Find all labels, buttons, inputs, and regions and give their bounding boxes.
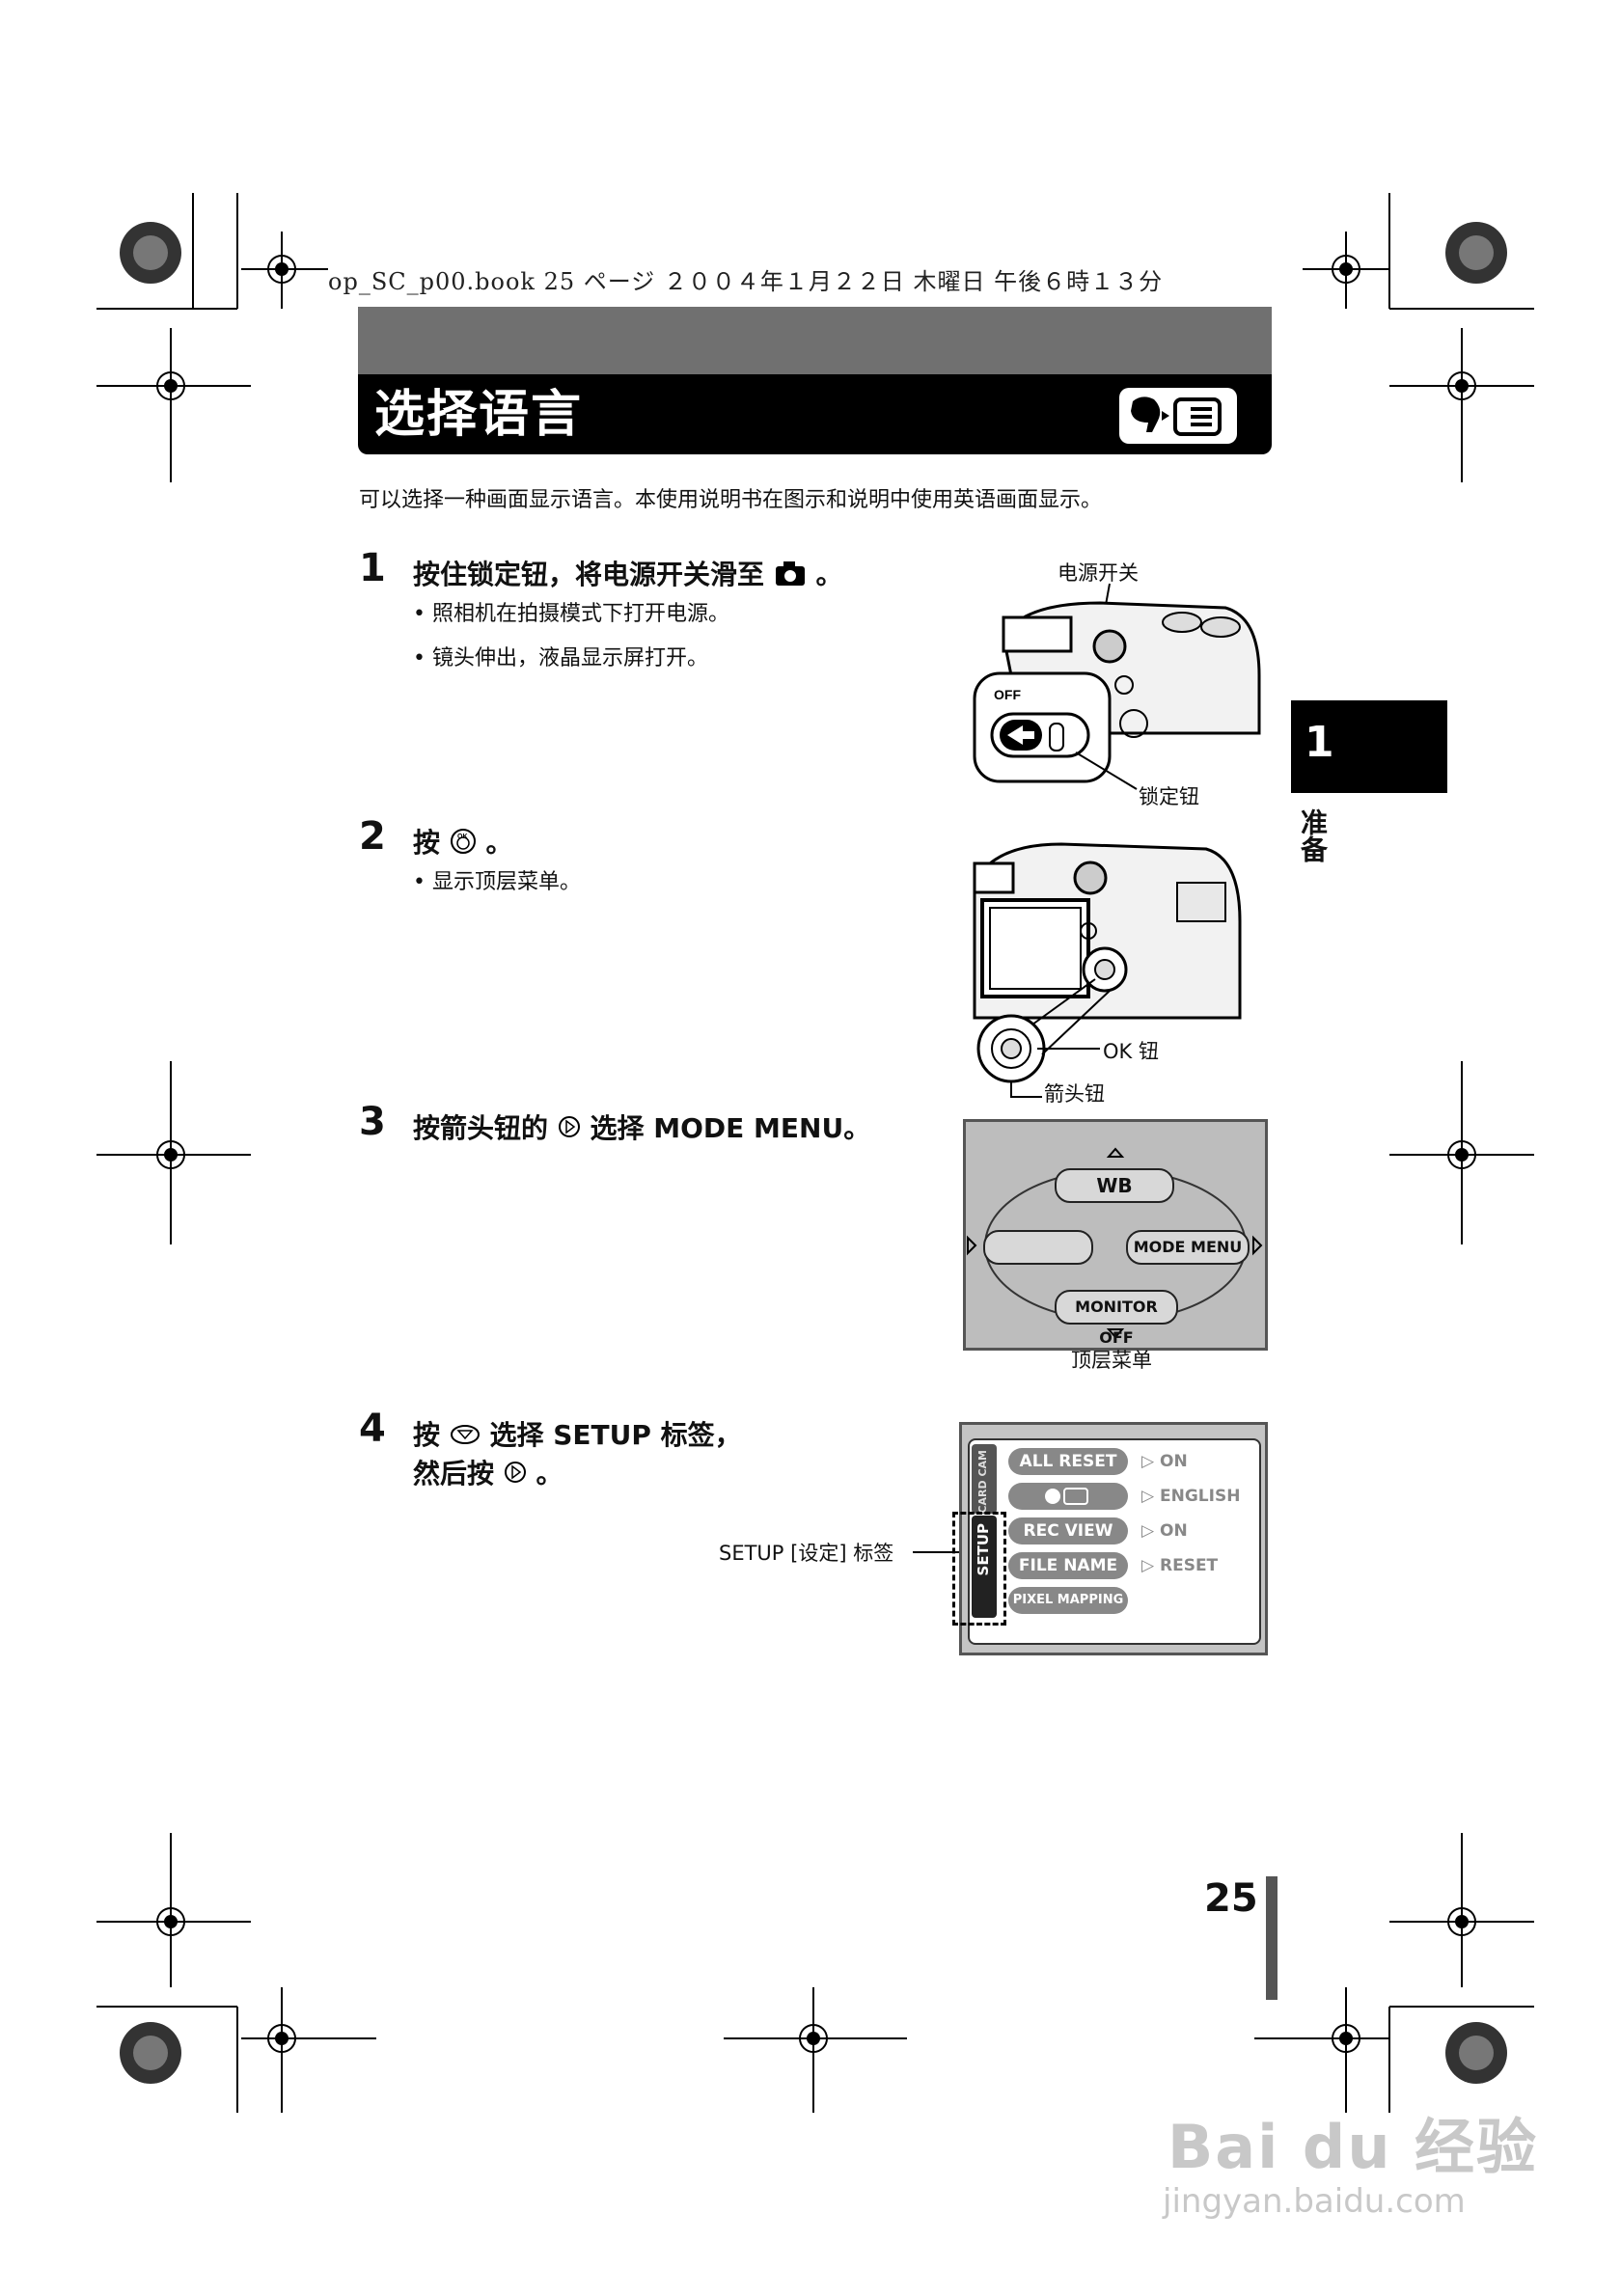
sunburst-target-bl	[120, 2022, 181, 2084]
baidu-watermark-url: jingyan.baidu.com	[1163, 2182, 1466, 2221]
scene-menu-item[interactable]	[983, 1230, 1093, 1265]
step-4-title-end: 选择 SETUP 标签，	[489, 1419, 742, 1451]
step-1-number: 1	[359, 546, 386, 590]
step-4-title-line-2: 然后按 。	[413, 1453, 563, 1492]
pixel-mapping-item[interactable]: PIXEL MAPPING	[1008, 1587, 1128, 1614]
step-3-title-end: 选择 MODE MENU。	[590, 1112, 871, 1144]
language-menu-icon	[1045, 1488, 1088, 1505]
step-4-title: 按 选择 SETUP 标签，	[413, 1414, 742, 1453]
ok-button-icon: OK	[450, 828, 477, 861]
ok-button-label: OK 钮	[1103, 1040, 1159, 1063]
camera-top-illustration: OFF	[973, 583, 1261, 790]
step-2-title: 按 OK 。	[413, 822, 513, 861]
step-3-title-text: 按箭头钮的	[413, 1112, 549, 1144]
language-menu-icon	[1119, 388, 1237, 444]
camera-back-illustration	[973, 842, 1242, 1098]
page-title: 选择语言	[374, 386, 584, 444]
chapter-label: 准备	[1297, 808, 1329, 862]
power-switch-label: 电源开关	[1058, 561, 1139, 585]
step-1-title: 按住锁定钮，将电源开关滑至 。	[413, 554, 843, 593]
file-name-item[interactable]: FILE NAME	[1008, 1552, 1128, 1579]
top-menu-screen: WB MODE MENU MONITOR OFF	[963, 1119, 1268, 1351]
step-4-line-2-end: 。	[536, 1458, 563, 1490]
mode-menu-item[interactable]: MODE MENU	[1126, 1230, 1250, 1265]
step-4-title-text: 按	[413, 1419, 441, 1451]
card-cam-tab[interactable]: CARD CAM	[972, 1444, 997, 1514]
chapter-tab: 1	[1291, 700, 1447, 793]
title-bar-top	[358, 307, 1272, 374]
setup-menu-screen: SETUP CARD CAM ALL RESET ▷ ON ▷ ENGLISH …	[952, 1422, 1268, 1655]
sunburst-target-tr	[1445, 222, 1507, 284]
step-1-bullet-1: • 照相机在拍摄模式下打开电源。	[413, 602, 729, 626]
step-1-title-end: 。	[815, 559, 843, 590]
all-reset-value: ▷ ON	[1141, 1452, 1188, 1471]
intro-paragraph: 可以选择一种画面显示语言。本使用说明书在图示和说明中使用英语画面显示。	[359, 488, 1103, 512]
baidu-watermark: Bai du 经验	[1168, 2112, 1539, 2182]
sunburst-target-tl	[120, 222, 181, 284]
page-number: 25	[1204, 1876, 1258, 1921]
right-arrow-button-icon	[558, 1113, 581, 1147]
step-3-number: 3	[359, 1100, 386, 1144]
arrow-buttons-label: 箭头钮	[1044, 1082, 1105, 1106]
all-reset-item[interactable]: ALL RESET	[1008, 1448, 1128, 1475]
file-name-value: ▷ RESET	[1141, 1556, 1219, 1575]
chapter-number: 1	[1305, 718, 1334, 767]
rec-view-value: ▷ ON	[1141, 1521, 1188, 1541]
step-2-bullet-1: • 显示顶层菜单。	[413, 870, 581, 894]
down-arrow-button-icon	[450, 1421, 481, 1453]
right-arrow-button-icon	[504, 1459, 527, 1492]
setup-tab-highlight	[952, 1512, 1006, 1626]
step-1-bullet-2: • 镜头伸出，液晶显示屏打开。	[413, 646, 708, 670]
off-label: OFF	[994, 687, 1021, 702]
step-2-title-text: 按	[413, 827, 441, 859]
step-2-number: 2	[359, 814, 386, 859]
svg-text:OK: OK	[457, 834, 468, 840]
lock-button-label: 锁定钮	[1139, 785, 1199, 808]
camera-icon	[774, 560, 807, 593]
page-number-bar	[1266, 1876, 1278, 2000]
step-4-line-2-text: 然后按	[413, 1458, 495, 1490]
setup-tab[interactable]: SETUP	[972, 1516, 997, 1618]
monitor-off-menu-item[interactable]: MONITOR OFF	[1055, 1290, 1178, 1347]
setup-tab-label: SETUP [设定] 标签	[719, 1542, 894, 1565]
step-3-title: 按箭头钮的 选择 MODE MENU。	[413, 1107, 870, 1147]
book-header-line: op_SC_p00.book 25 ページ ２００４年１月２２日 木曜日 午後６…	[328, 268, 1164, 295]
wb-menu-item[interactable]: WB	[1055, 1168, 1174, 1203]
step-4-number: 4	[359, 1407, 386, 1451]
step-2-title-end: 。	[485, 827, 513, 859]
language-value: ▷ ENGLISH	[1141, 1487, 1241, 1506]
top-menu-caption: 顶层菜单	[1071, 1349, 1152, 1372]
sunburst-target-br	[1445, 2022, 1507, 2084]
language-item[interactable]	[1008, 1483, 1128, 1510]
rec-view-item[interactable]: REC VIEW	[1008, 1517, 1128, 1544]
step-1-title-text: 按住锁定钮，将电源开关滑至	[413, 559, 765, 590]
